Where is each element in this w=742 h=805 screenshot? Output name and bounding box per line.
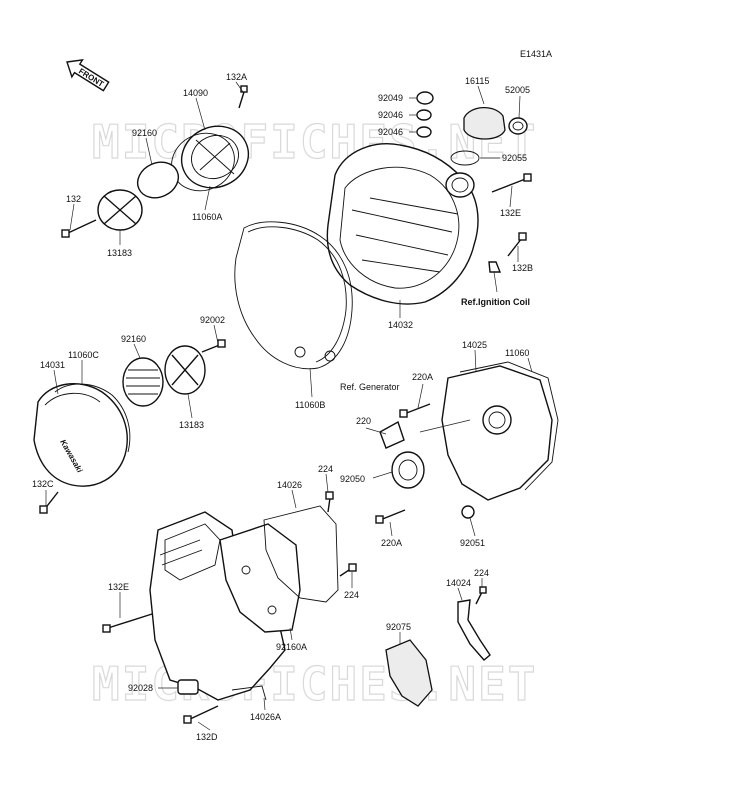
label-11060A: 11060A bbox=[192, 212, 222, 222]
label-92049: 92049 bbox=[378, 93, 403, 103]
watermark-bottom: MICROFICHES.NET bbox=[92, 657, 537, 711]
label-132A: 132A bbox=[226, 72, 247, 82]
diagram-code: E1431A bbox=[520, 49, 552, 59]
part-92028-collar bbox=[177, 679, 199, 695]
part-14090-cover bbox=[180, 125, 250, 189]
label-92160A: 92160A bbox=[276, 642, 307, 652]
bolt-224-a bbox=[325, 491, 334, 513]
part-92049-seal bbox=[416, 91, 434, 105]
part-92160A-gasket bbox=[219, 523, 301, 633]
ignition-coil-bracket bbox=[488, 261, 502, 273]
label-224-a: 224 bbox=[318, 464, 333, 474]
bolt-132C bbox=[39, 491, 59, 514]
label-220: 220 bbox=[356, 416, 371, 426]
bolt-132E-left bbox=[102, 613, 153, 633]
front-arrow-icon: FRONT bbox=[66, 58, 110, 92]
label-92055: 92055 bbox=[502, 153, 527, 163]
part-13183-plate-mid bbox=[164, 345, 206, 395]
part-labels: 132A 14090 92160 132 11060A 13183 92049 … bbox=[32, 72, 533, 742]
bolt-92002 bbox=[201, 339, 226, 353]
label-92046-a: 92046 bbox=[378, 110, 403, 120]
bolt-132B bbox=[507, 232, 527, 257]
label-16115: 16115 bbox=[465, 76, 489, 86]
label-132C: 132C bbox=[32, 479, 54, 489]
label-92051: 92051 bbox=[460, 538, 485, 548]
part-92050-seal bbox=[391, 451, 425, 489]
label-132B: 132B bbox=[512, 263, 533, 273]
part-14025-cover bbox=[441, 365, 553, 501]
part-11060C-gasket bbox=[54, 383, 131, 453]
front-label: FRONT bbox=[77, 67, 105, 89]
label-224-c: 224 bbox=[474, 568, 489, 578]
label-14032: 14032 bbox=[388, 320, 413, 330]
label-92046-b: 92046 bbox=[378, 127, 403, 137]
label-132E-left: 132E bbox=[108, 582, 129, 592]
bolt-132-left bbox=[61, 219, 97, 238]
label-132D: 132D bbox=[196, 732, 218, 742]
part-92051-nut bbox=[461, 505, 475, 519]
bolt-224-c bbox=[475, 586, 487, 605]
part-14024-bracket bbox=[457, 599, 491, 661]
bolt-132A bbox=[238, 85, 248, 109]
label-13183-top: 13183 bbox=[107, 248, 132, 258]
label-132E-right: 132E bbox=[500, 208, 521, 218]
part-13183-plate-top bbox=[97, 189, 143, 231]
watermark-top: MICROFICHES.NET bbox=[92, 115, 537, 169]
bolt-132D bbox=[183, 705, 219, 724]
label-14090: 14090 bbox=[183, 88, 208, 98]
part-92160-gasket-top bbox=[136, 161, 180, 199]
ref-ignition-coil: Ref.Ignition Coil bbox=[461, 297, 530, 307]
label-11060B: 11060B bbox=[295, 400, 325, 410]
part-92046-bushing-a bbox=[416, 109, 432, 121]
label-224-b: 224 bbox=[344, 590, 359, 600]
part-11060B-gasket bbox=[234, 221, 353, 370]
part-52005-seal bbox=[508, 117, 528, 135]
label-92050: 92050 bbox=[340, 474, 365, 484]
bolt-132E-right bbox=[491, 173, 532, 193]
bracket-220 bbox=[379, 420, 405, 449]
label-14026: 14026 bbox=[277, 480, 302, 490]
label-14024: 14024 bbox=[446, 578, 471, 588]
label-92075: 92075 bbox=[386, 622, 411, 632]
label-14026A: 14026A bbox=[250, 712, 281, 722]
label-92160-top: 92160 bbox=[132, 128, 157, 138]
label-11060C: 11060C bbox=[68, 350, 99, 360]
part-14031-generator-cover: Kawasaki bbox=[33, 383, 128, 487]
bolt-224-b bbox=[339, 563, 357, 577]
bracket-14026A bbox=[231, 685, 267, 701]
part-11060-gasket bbox=[459, 361, 559, 491]
part-92075-guard bbox=[385, 639, 433, 707]
part-14032-clutch-cover bbox=[326, 143, 479, 305]
label-52005: 52005 bbox=[505, 85, 530, 95]
label-14031: 14031 bbox=[40, 360, 65, 370]
part-14026-plate bbox=[263, 505, 339, 603]
label-220A-top: 220A bbox=[412, 372, 433, 382]
leader-lines bbox=[45, 81, 533, 731]
ref-generator: Ref. Generator bbox=[340, 382, 400, 392]
label-13183-mid: 13183 bbox=[179, 420, 204, 430]
label-14025: 14025 bbox=[462, 340, 487, 350]
label-92160-mid: 92160 bbox=[121, 334, 146, 344]
label-92002: 92002 bbox=[200, 315, 225, 325]
label-92028: 92028 bbox=[128, 683, 153, 693]
bolt-220A-top bbox=[399, 403, 431, 418]
part-sprocket-cover bbox=[149, 511, 286, 701]
part-92160-rotor-mid bbox=[122, 357, 164, 407]
label-11060: 11060 bbox=[505, 348, 529, 358]
part-92046-bushing-b bbox=[416, 126, 432, 138]
bolt-220A-bottom bbox=[375, 509, 406, 524]
part-92055-o-ring bbox=[450, 150, 480, 166]
part-16115-cap bbox=[463, 106, 506, 140]
label-132-left: 132 bbox=[66, 194, 81, 204]
label-220A-bottom: 220A bbox=[381, 538, 402, 548]
